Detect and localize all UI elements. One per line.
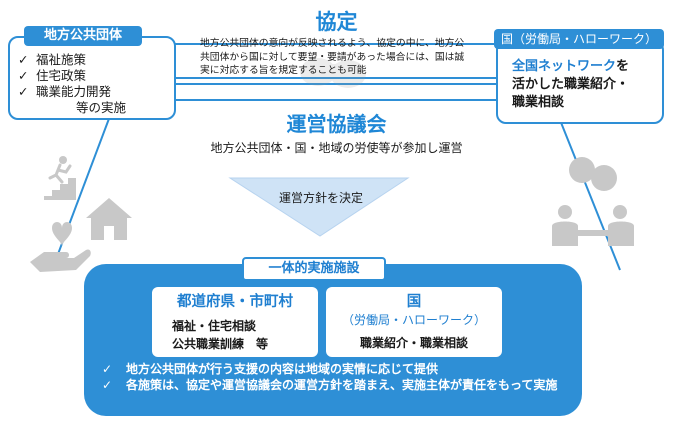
consultation-icon: [552, 157, 634, 246]
council-subtitle: 地方公共団体・国・地域の労使等が参加し運営: [210, 141, 463, 155]
prefecture-title: 都道府県・市町村: [177, 294, 293, 310]
note-item: ✓地方公共団体が行う支援の内容は地域の実情に応じて提供: [102, 362, 439, 376]
implementation-notes: ✓地方公共団体が行う支援の内容は地域の実情に応じて提供 ✓各施策は、協定や運営協…: [98, 362, 568, 393]
note-item: ✓各施策は、協定や運営協議会の運営方針を踏まえ、実施主体が責任をもって実施: [102, 377, 558, 392]
checkmark-icon: ✓: [102, 362, 113, 376]
policy-label: 運営方針を決定: [278, 191, 363, 205]
prefecture-line: 福祉・住宅相談: [172, 319, 257, 333]
agreement-title: 協定: [315, 10, 358, 34]
checkmark-icon: ✓: [102, 377, 113, 392]
national-box: 全国ネットワークを 活かした職業紹介・ 職業相談: [496, 40, 664, 124]
prefecture-box: 都道府県・市町村 福祉・住宅相談 公共職業訓練 等: [152, 287, 318, 357]
agreement-description: 地方公共団体の意向が反映されるよう、協定の中に、地方公共団体から国に対して要望・…: [200, 38, 465, 76]
implementation-title: 一体的実施施設: [242, 257, 386, 281]
stairs-runner-icon: [44, 156, 76, 200]
national-description: 全国ネットワークを 活かした職業紹介・ 職業相談: [512, 59, 630, 110]
local-government-title: 地方公共団体: [24, 26, 142, 46]
national-office-title: 国: [406, 294, 422, 310]
national-office-line: 職業紹介・職業相談: [359, 336, 468, 350]
council-title: 運営協議会: [286, 112, 387, 136]
prefecture-line: 公共職業訓練 等: [172, 337, 269, 351]
checkmark-icon: ✓: [18, 84, 29, 99]
national-office-box: 国 （労働局・ハローワーク） 職業紹介・職業相談: [326, 287, 502, 357]
list-item: ✓住宅政策: [18, 68, 87, 83]
national-office-subtitle: （労働局・ハローワーク）: [341, 313, 486, 327]
hand-heart-icon: [30, 222, 91, 272]
handshake-watermark-icon: [300, 58, 366, 88]
list-item: 等の実施: [76, 100, 127, 115]
list-item: ✓職業能力開発: [18, 84, 112, 99]
national-title: 国（労働局・ハローワーク）: [494, 29, 664, 49]
list-item: ✓福祉施策: [18, 52, 87, 67]
local-government-list: ✓福祉施策 ✓住宅政策 ✓職業能力開発 等の実施: [18, 52, 126, 116]
down-arrow: [228, 177, 410, 237]
local-government-box: ✓福祉施策 ✓住宅政策 ✓職業能力開発 等の実施: [8, 36, 176, 120]
checkmark-icon: ✓: [18, 52, 29, 67]
checkmark-icon: ✓: [18, 68, 29, 83]
house-icon: [86, 198, 132, 240]
